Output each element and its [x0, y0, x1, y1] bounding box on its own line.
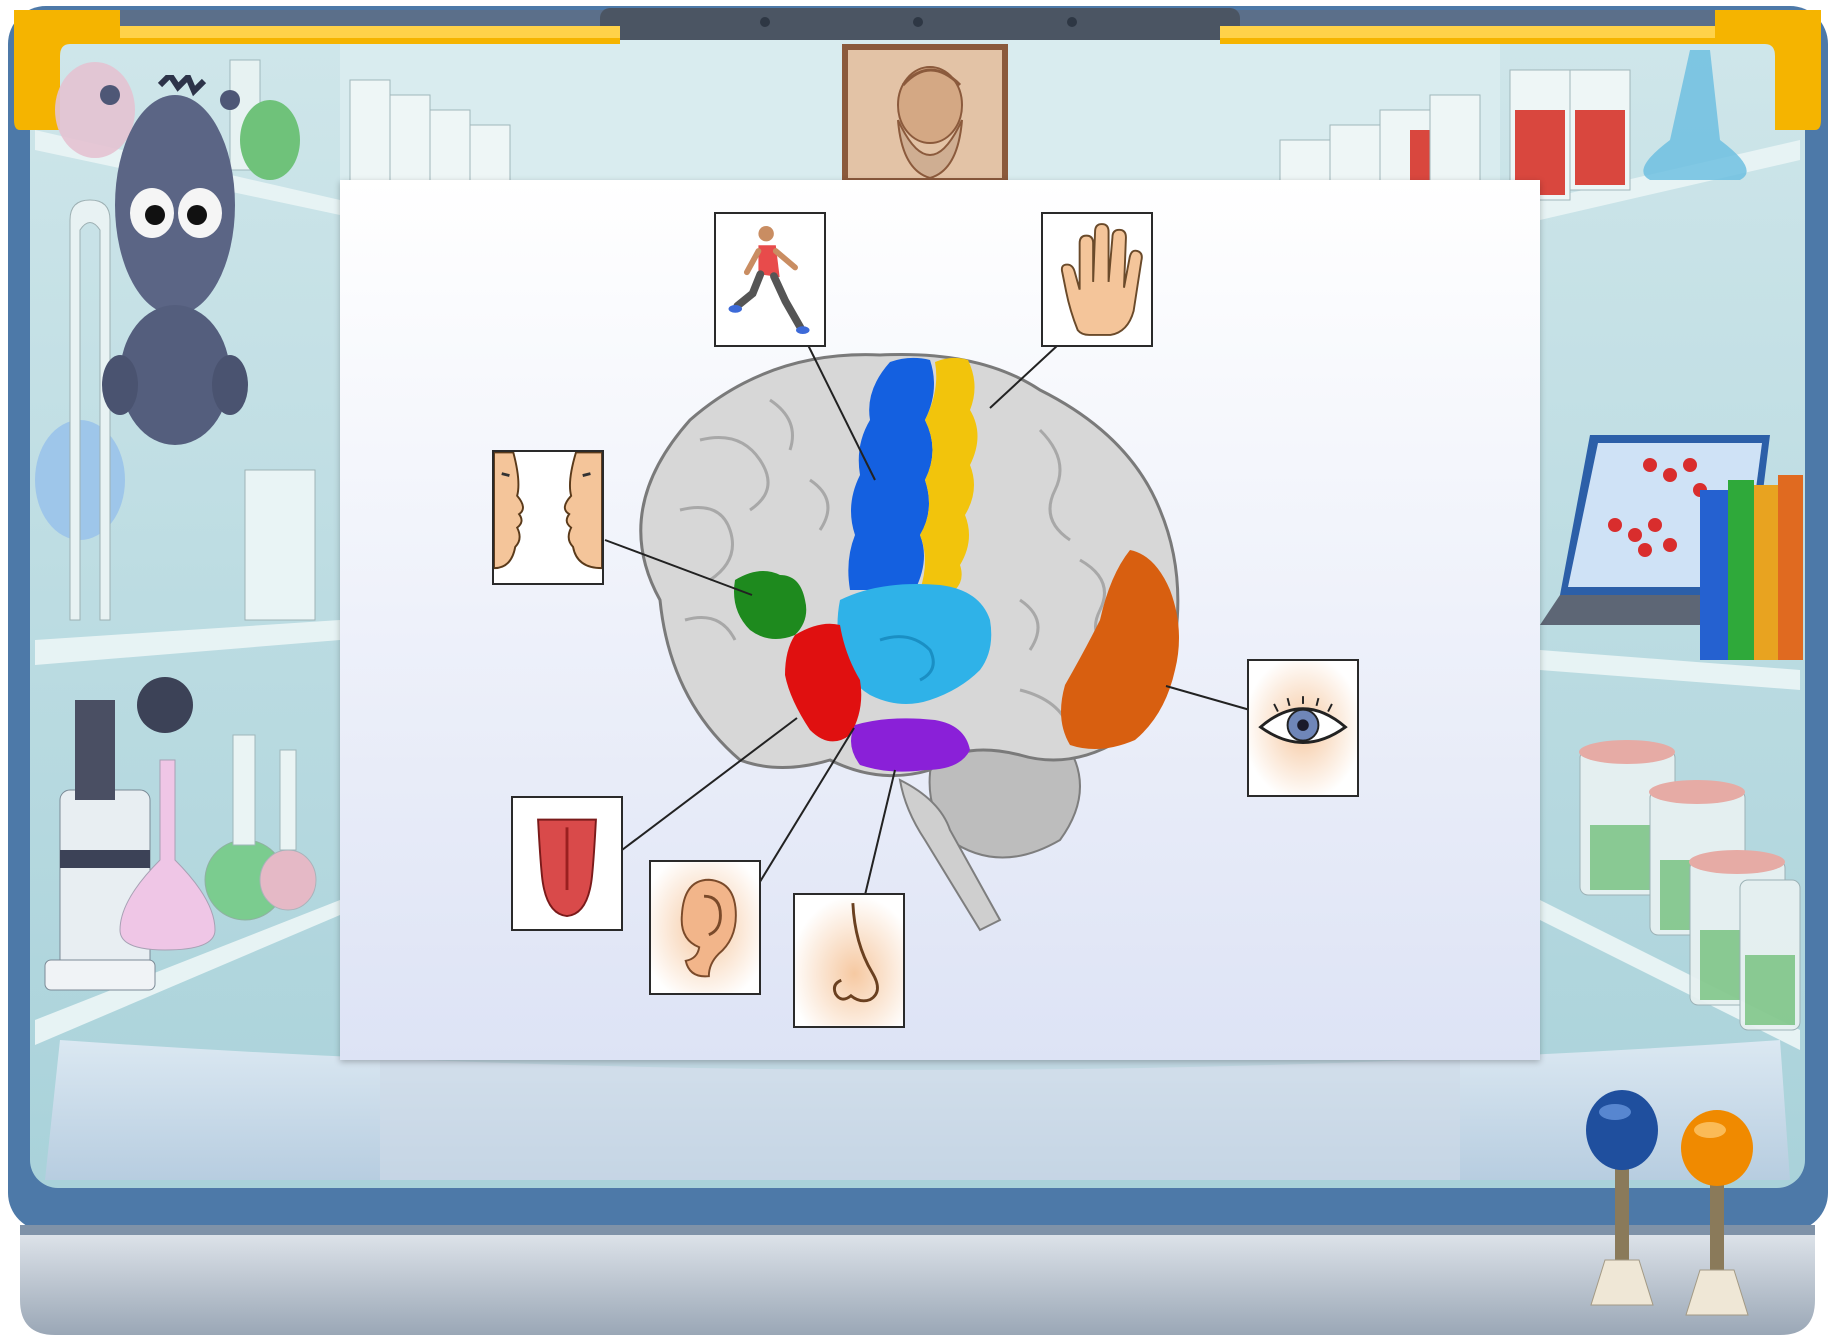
taste-connector [622, 718, 797, 850]
vision-label-tile[interactable] [1247, 659, 1359, 797]
touch-label-tile[interactable] [1041, 212, 1153, 347]
running-person-icon [716, 214, 824, 345]
portrait-icon [842, 44, 1008, 184]
smell-label-tile[interactable] [793, 893, 905, 1028]
tongue-icon [513, 798, 621, 929]
orange-lever[interactable] [1680, 1110, 1755, 1320]
books-icon [1700, 470, 1805, 660]
smell-connector [865, 770, 895, 895]
ear-icon [651, 862, 759, 993]
two-faces-icon [494, 452, 602, 583]
blue-lever[interactable] [1585, 1090, 1660, 1310]
hearing-label-tile[interactable] [649, 860, 761, 995]
vision-connector [1166, 686, 1250, 710]
speech-label-tile[interactable] [492, 450, 604, 585]
taste-label-tile[interactable] [511, 796, 623, 931]
motor-label-tile[interactable] [714, 212, 826, 347]
hand-icon [1043, 214, 1151, 345]
smell-area [851, 718, 970, 771]
monster-mascot-icon[interactable] [100, 75, 250, 455]
eye-icon [1249, 661, 1357, 795]
nose-icon [795, 895, 903, 1026]
